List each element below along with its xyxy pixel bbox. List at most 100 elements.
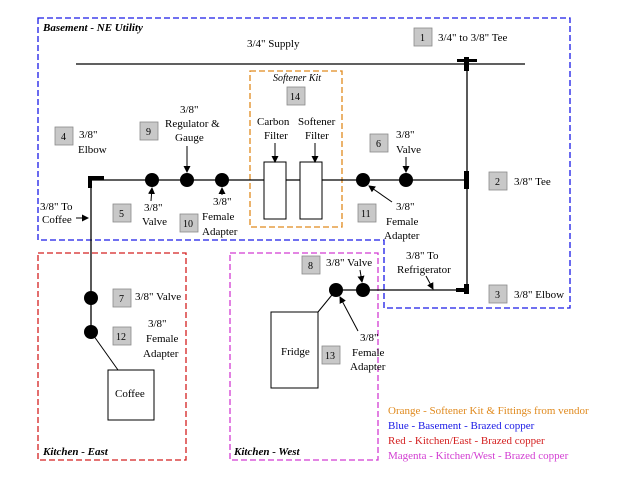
component-9-label-3: Gauge bbox=[175, 132, 204, 144]
coffee-box bbox=[107, 369, 155, 421]
component-14-box bbox=[286, 86, 306, 106]
component-10-label-2: Female bbox=[202, 211, 234, 223]
component-13-num: 13 bbox=[325, 351, 335, 362]
female-adapter-12 bbox=[84, 325, 98, 339]
valve-6 bbox=[399, 173, 413, 187]
component-5-label-1: 3/8" bbox=[144, 202, 163, 214]
legend-red: Red - Kitchen/East - Brazed copper bbox=[388, 435, 545, 447]
component-2-label: 3/8" Tee bbox=[514, 176, 551, 188]
kitchen-east-zone-label: Kitchen - East bbox=[42, 446, 109, 458]
component-11-pointer bbox=[368, 185, 393, 203]
component-12-label-2: Female bbox=[146, 333, 178, 345]
component-3-box bbox=[488, 284, 508, 304]
component-9-num: 9 bbox=[146, 127, 151, 138]
component-4-label-1: 3/8" bbox=[79, 129, 98, 141]
component-5-label-2: Valve bbox=[142, 216, 167, 228]
component-7-label: 3/8" Valve bbox=[135, 291, 181, 303]
component-12-box bbox=[112, 326, 132, 346]
component-9-box bbox=[139, 121, 159, 141]
legend-blue: Blue - Basement - Brazed copper bbox=[388, 420, 535, 432]
component-1-num: 1 bbox=[420, 33, 425, 44]
component-10-num: 10 bbox=[183, 219, 193, 230]
component-11-box bbox=[357, 203, 377, 223]
component-8-pointer bbox=[357, 269, 365, 283]
component-4-label-2: Elbow bbox=[78, 144, 107, 156]
component-13-pointer bbox=[339, 296, 359, 332]
component-10-label-1: 3/8" bbox=[213, 196, 232, 208]
legend-orange: Orange - Softener Kit & Fittings from ve… bbox=[388, 405, 589, 417]
female-adapter-13 bbox=[329, 283, 343, 297]
female-adapter-10 bbox=[215, 173, 229, 187]
component-9-label-2: Regulator & bbox=[165, 118, 220, 130]
component-5-box bbox=[112, 203, 132, 223]
component-4-num: 4 bbox=[61, 132, 66, 143]
tee-fitting-1-stem bbox=[464, 57, 469, 71]
softener-filter-label-1: Softener bbox=[298, 116, 336, 128]
valve-8 bbox=[356, 283, 370, 297]
component-11-label-3: Adapter bbox=[384, 230, 420, 242]
component-2-num: 2 bbox=[495, 177, 500, 188]
component-6-box bbox=[369, 133, 389, 153]
component-13-label-2: Female bbox=[352, 347, 384, 359]
to-coffee-label-1: 3/8" To bbox=[40, 201, 73, 213]
regulator-9 bbox=[180, 173, 194, 187]
component-2-box bbox=[488, 171, 508, 191]
component-11-label-1: 3/8" bbox=[396, 201, 415, 213]
carbon-filter-label-1: Carbon bbox=[257, 116, 290, 128]
coffee-label: Coffee bbox=[115, 388, 145, 400]
fridge-label: Fridge bbox=[281, 346, 310, 358]
to-coffee-label-2: Coffee bbox=[42, 214, 72, 226]
component-3-num: 3 bbox=[495, 290, 500, 301]
softener-kit-zone-border bbox=[249, 70, 343, 228]
component-6-label-2: Valve bbox=[396, 144, 421, 156]
carbon-filter bbox=[263, 161, 287, 220]
component-6-num: 6 bbox=[376, 139, 381, 150]
carbon-filter-label-2: Filter bbox=[264, 130, 288, 142]
component-12-label-3: Adapter bbox=[143, 348, 179, 360]
elbow-fitting-4 bbox=[88, 176, 104, 180]
component-8-label: 3/8" Valve bbox=[326, 257, 372, 269]
kitchen-east-zone-border bbox=[37, 252, 187, 461]
component-13-label-3: Adapter bbox=[350, 361, 386, 373]
female-adapter-11 bbox=[356, 173, 370, 187]
component-10-label-3: Adapter bbox=[202, 226, 238, 238]
component-1-label: 3/4" to 3/8" Tee bbox=[438, 32, 508, 44]
component-11-label-2: Female bbox=[386, 216, 418, 228]
elbow-fitting-3-arm bbox=[456, 288, 467, 292]
component-5-pointer bbox=[148, 187, 156, 202]
component-5-num: 5 bbox=[119, 209, 124, 220]
component-3-label: 3/8" Elbow bbox=[514, 289, 564, 301]
valve-5 bbox=[145, 173, 159, 187]
basement-zone-label: Basement - NE Utility bbox=[42, 22, 143, 34]
basement-zone-border bbox=[37, 17, 571, 309]
component-11-num: 11 bbox=[361, 209, 371, 220]
softener-kit-label: Softener Kit bbox=[273, 73, 321, 84]
component-1-box bbox=[413, 27, 433, 47]
tee-fitting-2 bbox=[464, 171, 469, 189]
fridge-box bbox=[270, 311, 319, 389]
component-13-box bbox=[321, 345, 341, 365]
component-14-num: 14 bbox=[290, 92, 300, 103]
legend-magenta: Magenta - Kitchen/West - Brazed copper bbox=[388, 450, 569, 462]
to-fridge-arrow bbox=[425, 275, 434, 290]
kitchen-west-zone-border bbox=[229, 252, 379, 461]
softener-filter-label-2: Filter bbox=[305, 130, 329, 142]
to-fridge-label-1: 3/8" To bbox=[406, 250, 439, 262]
component-8-num: 8 bbox=[308, 261, 313, 272]
component-7-box bbox=[112, 288, 132, 308]
elbow-fitting-4-leg bbox=[88, 176, 92, 188]
to-fridge-label-2: Refrigerator bbox=[397, 264, 451, 276]
kitchen-west-zone-label: Kitchen - West bbox=[233, 446, 301, 458]
component-12-num: 12 bbox=[116, 332, 126, 343]
softener-filter bbox=[299, 161, 323, 220]
component-10-box bbox=[179, 213, 199, 233]
component-9-label-1: 3/8" bbox=[180, 104, 199, 116]
component-8-box bbox=[301, 255, 321, 275]
component-7-num: 7 bbox=[119, 294, 124, 305]
coffee-supply-line bbox=[90, 331, 119, 371]
valve-7 bbox=[84, 291, 98, 305]
component-4-box bbox=[54, 126, 74, 146]
component-6-label-1: 3/8" bbox=[396, 129, 415, 141]
component-13-label-1: 3/8" bbox=[360, 332, 379, 344]
